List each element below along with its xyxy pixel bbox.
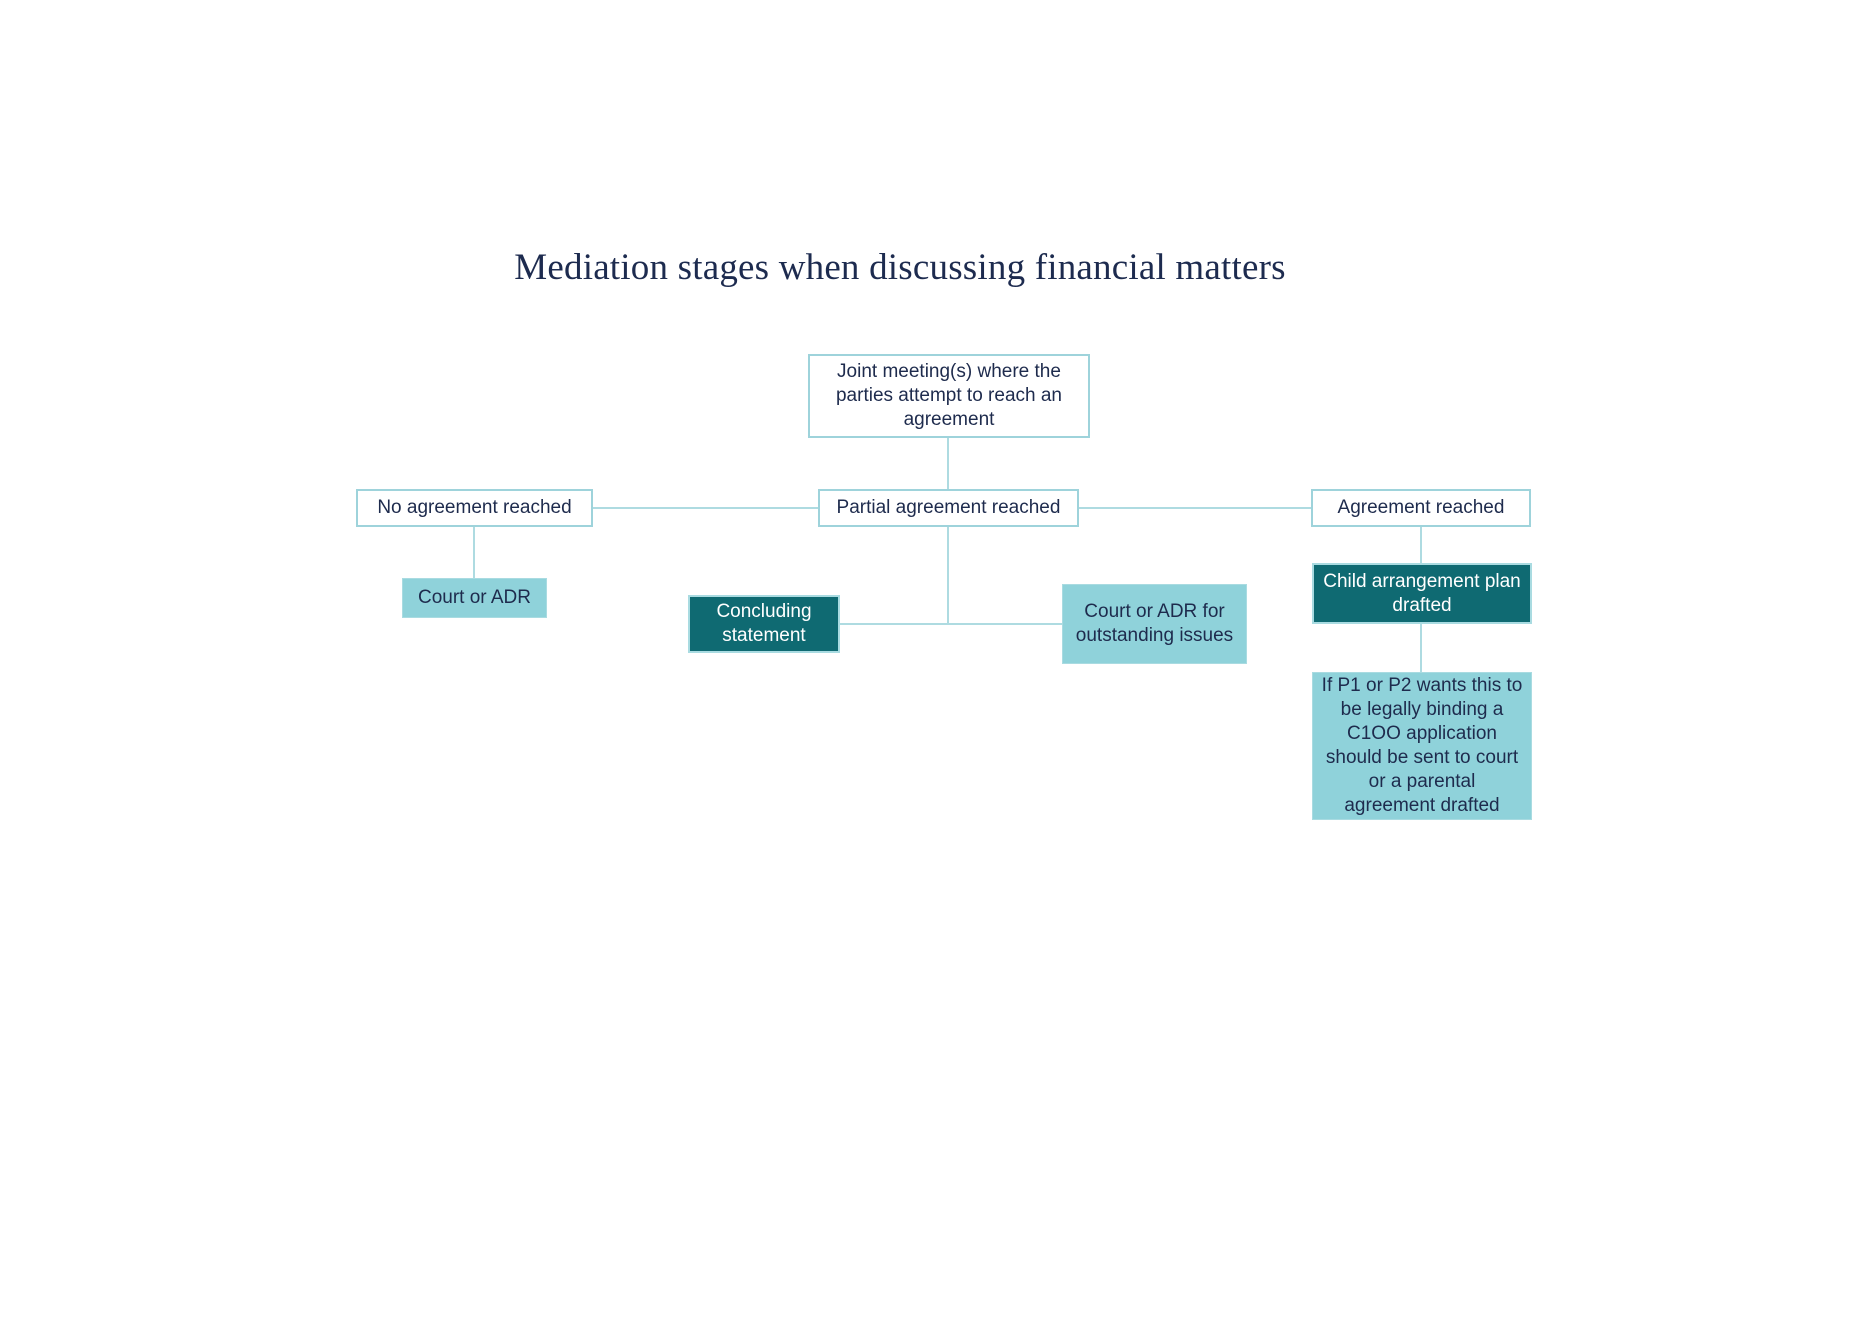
- connector-noagreement-to-partial: [593, 507, 818, 509]
- connector-partial-to-agreement: [1079, 507, 1311, 509]
- node-court-or-adr: Court or ADR: [402, 578, 547, 618]
- node-concluding-statement: Concluding statement: [688, 595, 840, 653]
- node-court-or-adr-outstanding-issues: Court or ADR for outstanding issues: [1062, 584, 1247, 664]
- node-child-arrangement-plan-drafted: Child arrangement plan drafted: [1312, 563, 1532, 624]
- connector-agreement-to-childplan: [1420, 527, 1422, 563]
- node-agreement-reached: Agreement reached: [1311, 489, 1531, 527]
- connector-joint-to-partial: [947, 437, 949, 489]
- node-joint-meeting: Joint meeting(s) where the parties attem…: [808, 354, 1090, 438]
- connector-childplan-to-binding: [1420, 624, 1422, 672]
- diagram-title: Mediation stages when discussing financi…: [514, 247, 1286, 288]
- connector-concluding-to-outstanding: [840, 623, 1062, 625]
- node-legally-binding-note: If P1 or P2 wants this to be legally bin…: [1312, 672, 1532, 820]
- connector-partial-down-stem: [947, 527, 949, 624]
- node-partial-agreement-reached: Partial agreement reached: [818, 489, 1079, 527]
- connector-noagreement-to-court: [473, 527, 475, 578]
- node-no-agreement-reached: No agreement reached: [356, 489, 593, 527]
